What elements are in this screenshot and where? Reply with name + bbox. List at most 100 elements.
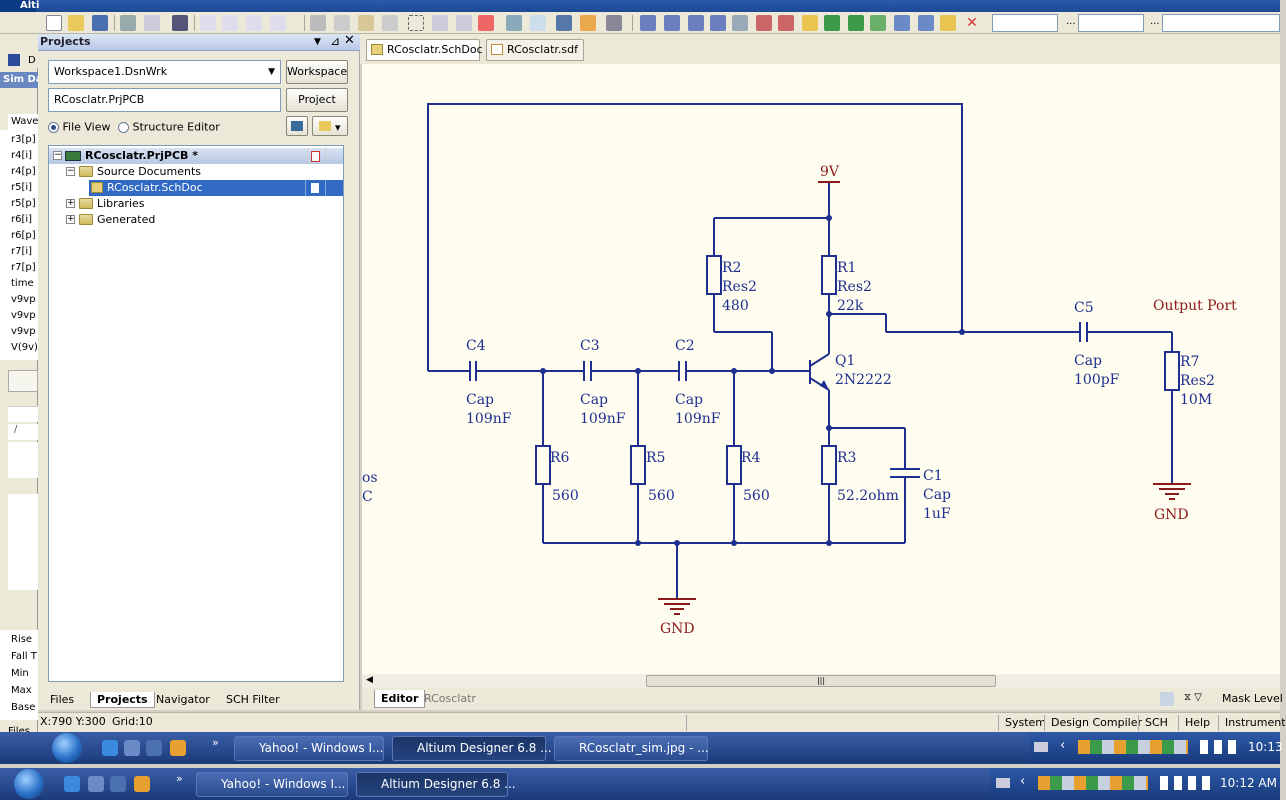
zoom-fit-icon[interactable] xyxy=(200,15,216,31)
keyboard-icon[interactable] xyxy=(996,778,1010,788)
scroll-thumb[interactable]: ||| xyxy=(646,675,996,687)
taskbar-image[interactable]: RCosclatr_sim.jpg - ... xyxy=(554,736,709,761)
tab-rcosclatr[interactable]: RCosclatr xyxy=(424,692,476,705)
media-player-icon[interactable] xyxy=(170,740,186,756)
project-button[interactable]: Project xyxy=(286,88,348,112)
tray-icons[interactable] xyxy=(1078,740,1188,754)
tree-project-row[interactable]: − RCosclatr.PrjPCB * xyxy=(49,148,343,164)
more-icon[interactable]: » xyxy=(176,772,183,785)
filter-combo[interactable] xyxy=(992,14,1058,32)
project-tree[interactable]: − RCosclatr.PrjPCB * − Source Documents … xyxy=(48,145,344,682)
tab-sdf[interactable]: RCosclatr.sdf * xyxy=(486,39,584,76)
cross-probe-icon[interactable] xyxy=(580,15,596,31)
signal-item[interactable]: r7[p] xyxy=(11,262,36,273)
place-part-icon[interactable] xyxy=(802,15,818,31)
tree-schdoc-row[interactable]: RCosclatr.SchDoc xyxy=(89,180,343,196)
media-player-icon[interactable] xyxy=(134,776,150,792)
pin-icon[interactable]: ⊿ xyxy=(330,34,341,48)
vcc-port-icon[interactable] xyxy=(778,15,794,31)
filter-combo-3[interactable] xyxy=(1162,14,1280,32)
select-icon[interactable] xyxy=(456,15,472,31)
sheet-symbol-icon[interactable] xyxy=(824,15,840,31)
ie-icon[interactable] xyxy=(102,740,118,756)
tab-projects[interactable]: Projects xyxy=(90,692,155,708)
signal-item[interactable]: r3[p] xyxy=(11,134,36,145)
signal-item[interactable]: r6[i] xyxy=(11,214,33,225)
sheet-entry-icon[interactable] xyxy=(848,15,864,31)
signal-item[interactable]: v9vp xyxy=(11,310,36,321)
tray-icons[interactable] xyxy=(1038,776,1148,790)
switch-windows-icon[interactable] xyxy=(110,776,126,792)
close-icon[interactable]: ✕ xyxy=(344,33,355,48)
open-icon[interactable] xyxy=(68,15,84,31)
project-field[interactable]: RCosclatr.PrjPCB xyxy=(48,88,281,112)
system-button[interactable]: System xyxy=(998,715,1046,731)
copy-icon[interactable] xyxy=(334,15,350,31)
signal-item[interactable]: r5[i] xyxy=(11,182,33,193)
device-sheet-icon[interactable] xyxy=(870,15,886,31)
save-icon[interactable] xyxy=(92,15,108,31)
net-label-icon[interactable] xyxy=(732,15,748,31)
signal-item[interactable]: r4[p] xyxy=(11,166,36,177)
ie-icon[interactable] xyxy=(64,776,80,792)
paste-icon[interactable] xyxy=(358,15,374,31)
layers-button[interactable] xyxy=(286,116,308,136)
print-preview-icon[interactable] xyxy=(144,15,160,31)
taskbar-yahoo[interactable]: Yahoo! - Windows I... xyxy=(234,736,384,761)
signal-item[interactable]: r7[i] xyxy=(11,246,33,257)
horizontal-scrollbar[interactable]: ◀ ||| xyxy=(362,674,1280,688)
bus-entry-icon[interactable] xyxy=(688,15,704,31)
signal-harness-icon[interactable] xyxy=(710,15,726,31)
sch-button[interactable]: SCH xyxy=(1138,715,1168,731)
cut-icon[interactable] xyxy=(310,15,326,31)
instrument-button[interactable]: Instrument xyxy=(1218,715,1286,731)
new-icon[interactable] xyxy=(46,15,62,31)
rubber-stamp-icon[interactable] xyxy=(382,15,398,31)
mask-level-button[interactable]: Mask Level xyxy=(1222,692,1283,705)
workspace-select[interactable]: Workspace1.DsnWrk ▼ xyxy=(48,60,281,84)
start-button[interactable] xyxy=(52,733,82,763)
design-compiler-button[interactable]: Design Compiler xyxy=(1044,715,1142,731)
redo-icon[interactable] xyxy=(530,15,546,31)
switch-windows-icon[interactable] xyxy=(146,740,162,756)
select-area-icon[interactable] xyxy=(408,15,424,31)
tree-generated[interactable]: + Generated xyxy=(66,213,156,226)
scroll-left-icon[interactable]: ◀ xyxy=(366,675,373,685)
tray-expand-icon[interactable]: ‹ xyxy=(1060,738,1066,753)
undo-icon[interactable] xyxy=(506,15,522,31)
desktop-icon[interactable] xyxy=(124,740,140,756)
clock[interactable]: 10:12 AM xyxy=(1220,776,1277,790)
desktop-icon[interactable] xyxy=(88,776,104,792)
zoom-area-icon[interactable] xyxy=(222,15,238,31)
signal-item[interactable]: v9vp xyxy=(11,326,36,337)
print-icon[interactable] xyxy=(120,15,136,31)
zoom-select-icon[interactable] xyxy=(270,15,286,31)
wire-icon[interactable] xyxy=(640,15,656,31)
move-icon[interactable] xyxy=(432,15,448,31)
harness-entry-icon[interactable] xyxy=(918,15,934,31)
tray-expand-icon[interactable]: ‹ xyxy=(1020,774,1026,789)
tab-sch-filter[interactable]: SCH Filter xyxy=(226,693,280,706)
no-erc-icon[interactable]: ✕ xyxy=(966,15,978,31)
tab-navigator[interactable]: Navigator xyxy=(156,693,210,706)
tab-schdoc[interactable]: RCosclatr.SchDoc xyxy=(366,39,483,61)
open-doc-button[interactable]: ▾ xyxy=(312,116,348,136)
schematic-canvas[interactable]: C4 Cap 109nF C3 Cap 109nF C2 Cap 109nF R… xyxy=(362,64,1280,674)
taskbar-altium[interactable]: Altium Designer 6.8 ... xyxy=(356,772,516,797)
structure-editor-radio[interactable]: Structure Editor xyxy=(118,120,220,134)
sim-button[interactable] xyxy=(8,370,38,392)
signal-list[interactable]: r3[p]r4[i]r4[p]r5[i]r5[p]r6[i]r6[p]r7[i]… xyxy=(0,130,38,360)
workspace-button[interactable]: Workspace xyxy=(286,60,348,84)
more-icon[interactable]: » xyxy=(212,736,219,749)
signal-item[interactable]: time xyxy=(11,278,34,289)
files-tab[interactable]: Files xyxy=(8,726,30,737)
dropdown-icon[interactable]: ▼ xyxy=(314,37,321,47)
port-icon[interactable] xyxy=(940,15,956,31)
layers-icon[interactable] xyxy=(172,15,188,31)
browse-icon[interactable] xyxy=(606,15,622,31)
gnd-port-icon[interactable] xyxy=(756,15,772,31)
taskbar-altium[interactable]: Altium Designer 6.8 ... xyxy=(392,736,552,761)
filter-icon[interactable]: ⧖ ▽ xyxy=(1184,692,1202,703)
signal-item[interactable]: V(9v) xyxy=(11,342,38,353)
start-button[interactable] xyxy=(14,769,44,799)
